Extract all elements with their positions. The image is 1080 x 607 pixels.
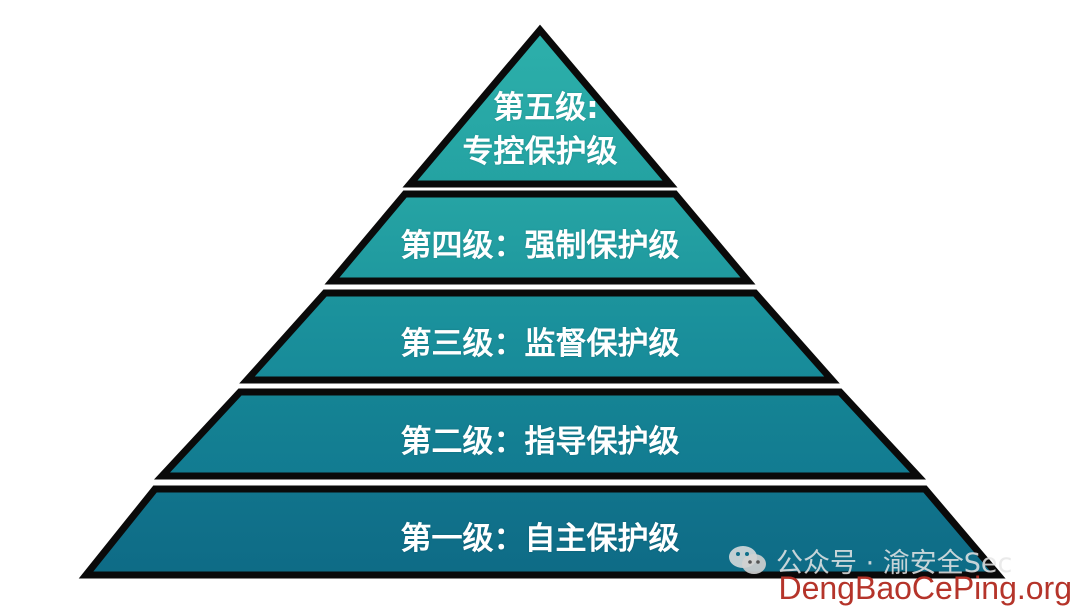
- tier-3-label: 第三级：监督保护级: [400, 326, 680, 362]
- wechat-icon: [729, 546, 766, 574]
- tier-2-label: 第二级：指导保护级: [400, 424, 680, 460]
- tier-4-shape: [324, 190, 756, 285]
- tier-5-label-line1: 第五级:: [493, 90, 599, 126]
- tier-1-label: 第一级：自主保护级: [400, 521, 680, 557]
- wechat-watermark-text: 公众号 · 渝安全Sec: [776, 547, 1013, 579]
- tier-4-label: 第四级：强制保护级: [400, 228, 680, 264]
- site-watermark: DengBaoCePing.org: [778, 570, 1072, 606]
- tier-5-label-line2: 专控保护级: [462, 134, 618, 170]
- tier-3-shape: [239, 289, 840, 384]
- tier-5-shape: [402, 24, 678, 188]
- tier-2-shape: [153, 388, 927, 480]
- wechat-watermark: 公众号 · 渝安全Sec: [728, 540, 1012, 580]
- tier-1-shape: [78, 485, 1006, 579]
- tier-5-label: 第五级: 专控保护级: [440, 86, 640, 174]
